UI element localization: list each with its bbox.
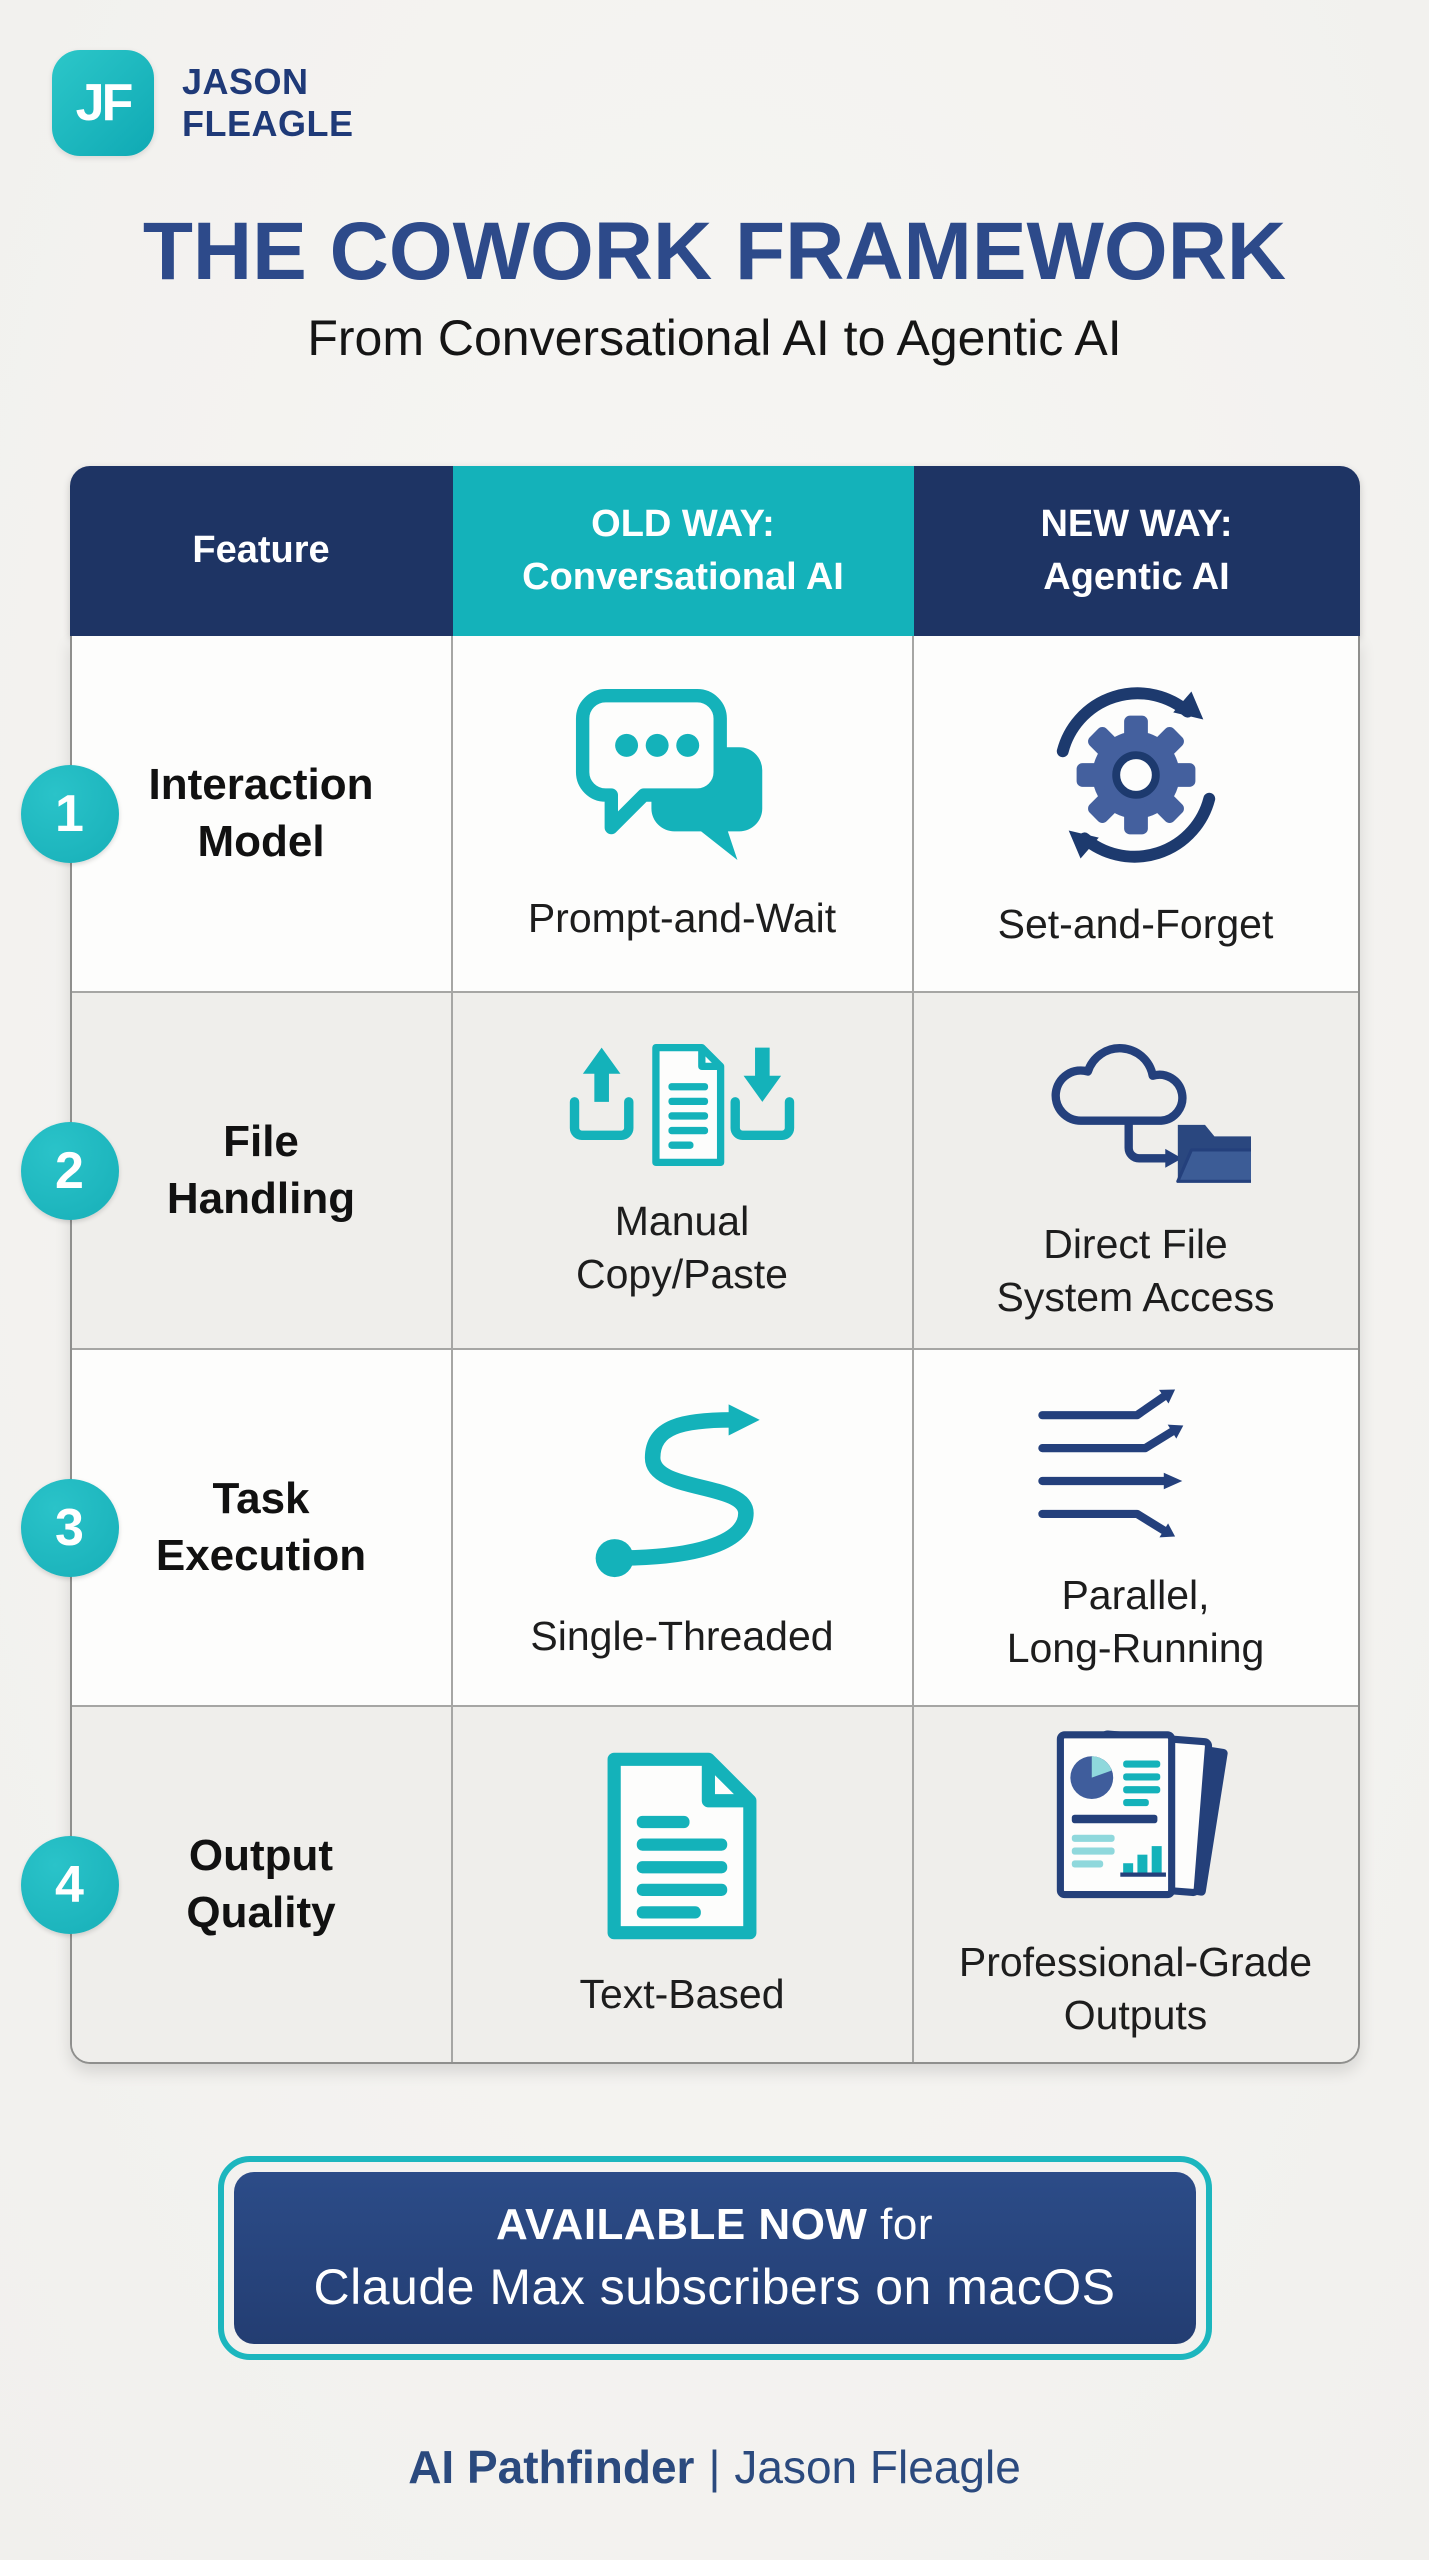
brand-name: JASON FLEAGLE [182,61,354,144]
gear-sync-icon [1056,687,1215,863]
column-header-feature: Feature [69,465,453,636]
parallel-arrows-icon [1037,1389,1183,1537]
table-row: File Handling [71,990,1358,1348]
row-number-badge: 3 [20,1478,119,1577]
old-way-cell: Text-Based [453,1706,914,2062]
page-title: THE COWORK FRAMEWORK [142,206,1287,297]
footer-separator: | [708,2440,721,2493]
brand-header: JF JASON FLEAGLE [0,0,1429,156]
chat-bubbles-icon [575,688,763,860]
cloud-to-folder-icon [1051,1044,1251,1183]
new-way-cell: Set-and-Forget [914,636,1358,991]
column-header-new-way: NEW WAY: Agentic AI [913,465,1360,636]
table-row: Task Execution Single-Threaded [71,1347,1358,1705]
feature-label: Output Quality [186,1831,336,1938]
new-way-label: Direct File System Access [996,1221,1275,1321]
table-row: Interaction Model Prompt-and-Wait [71,635,1358,991]
table-row: Output Quality Text-Bas [71,1704,1358,2062]
feature-cell: Output Quality [72,1706,453,2062]
new-way-cell: Direct File System Access [914,993,1358,1348]
cta-line2: Claude Max subscribers on macOS [313,2258,1116,2315]
feature-cell: File Handling [72,992,453,1348]
jf-logo-icon: JF [52,50,154,156]
new-way-label: Set-and-Forget [997,900,1274,947]
row-number-badge: 2 [20,1121,119,1220]
new-way-label: Professional-Grade Outputs [958,1939,1313,2039]
report-documents-icon [1056,1730,1228,1899]
footer-brand: AI Pathfinder [408,2440,695,2493]
column-header-old-way: OLD WAY: Conversational AI [452,465,914,636]
feature-cell: Interaction Model [72,635,453,991]
upload-document-download-icon [569,1043,795,1167]
feature-label: Interaction Model [148,760,374,867]
cta-banner-inner: AVAILABLE NOW for Claude Max subscribers… [233,2171,1196,2344]
old-way-cell: Manual Copy/Paste [453,992,914,1348]
text-document-icon [607,1752,757,1939]
table-header-row: Feature OLD WAY: Conversational AI NEW W… [69,465,1360,636]
old-way-cell: Prompt-and-Wait [453,635,914,991]
footer-name: Jason Fleagle [734,2440,1021,2493]
row-number-badge: 1 [20,764,119,863]
row-number-badge: 4 [20,1835,119,1934]
cta-banner: AVAILABLE NOW for Claude Max subscribers… [217,2155,1212,2360]
old-way-label: Text-Based [579,1970,785,2017]
old-way-label: Prompt-and-Wait [527,894,837,941]
cta-line1: AVAILABLE NOW for [496,2200,933,2250]
new-way-cell: Parallel, Long-Running [914,1350,1358,1705]
footer-credit: AI Pathfinder|Jason Fleagle [0,2440,1429,2494]
new-way-cell: Professional-Grade Outputs [914,1707,1358,2062]
feature-label: File Handling [166,1117,356,1224]
feature-label: Task Execution [155,1474,367,1581]
new-way-label: Parallel, Long-Running [1006,1571,1265,1671]
table-body: Interaction Model Prompt-and-Wait [69,635,1360,2064]
old-way-label: Manual Copy/Paste [576,1198,788,1298]
comparison-table: Feature OLD WAY: Conversational AI NEW W… [20,465,1360,2064]
logo-monogram: JF [75,74,134,132]
cta-available-now: AVAILABLE NOW [495,2199,868,2249]
old-way-cell: Single-Threaded [453,1349,914,1705]
cta-line1-rest: for [867,2199,934,2249]
page-subtitle: From Conversational AI to Agentic AI [307,309,1122,366]
old-way-label: Single-Threaded [530,1612,834,1659]
single-thread-icon [595,1404,760,1577]
feature-cell: Task Execution [72,1349,453,1705]
